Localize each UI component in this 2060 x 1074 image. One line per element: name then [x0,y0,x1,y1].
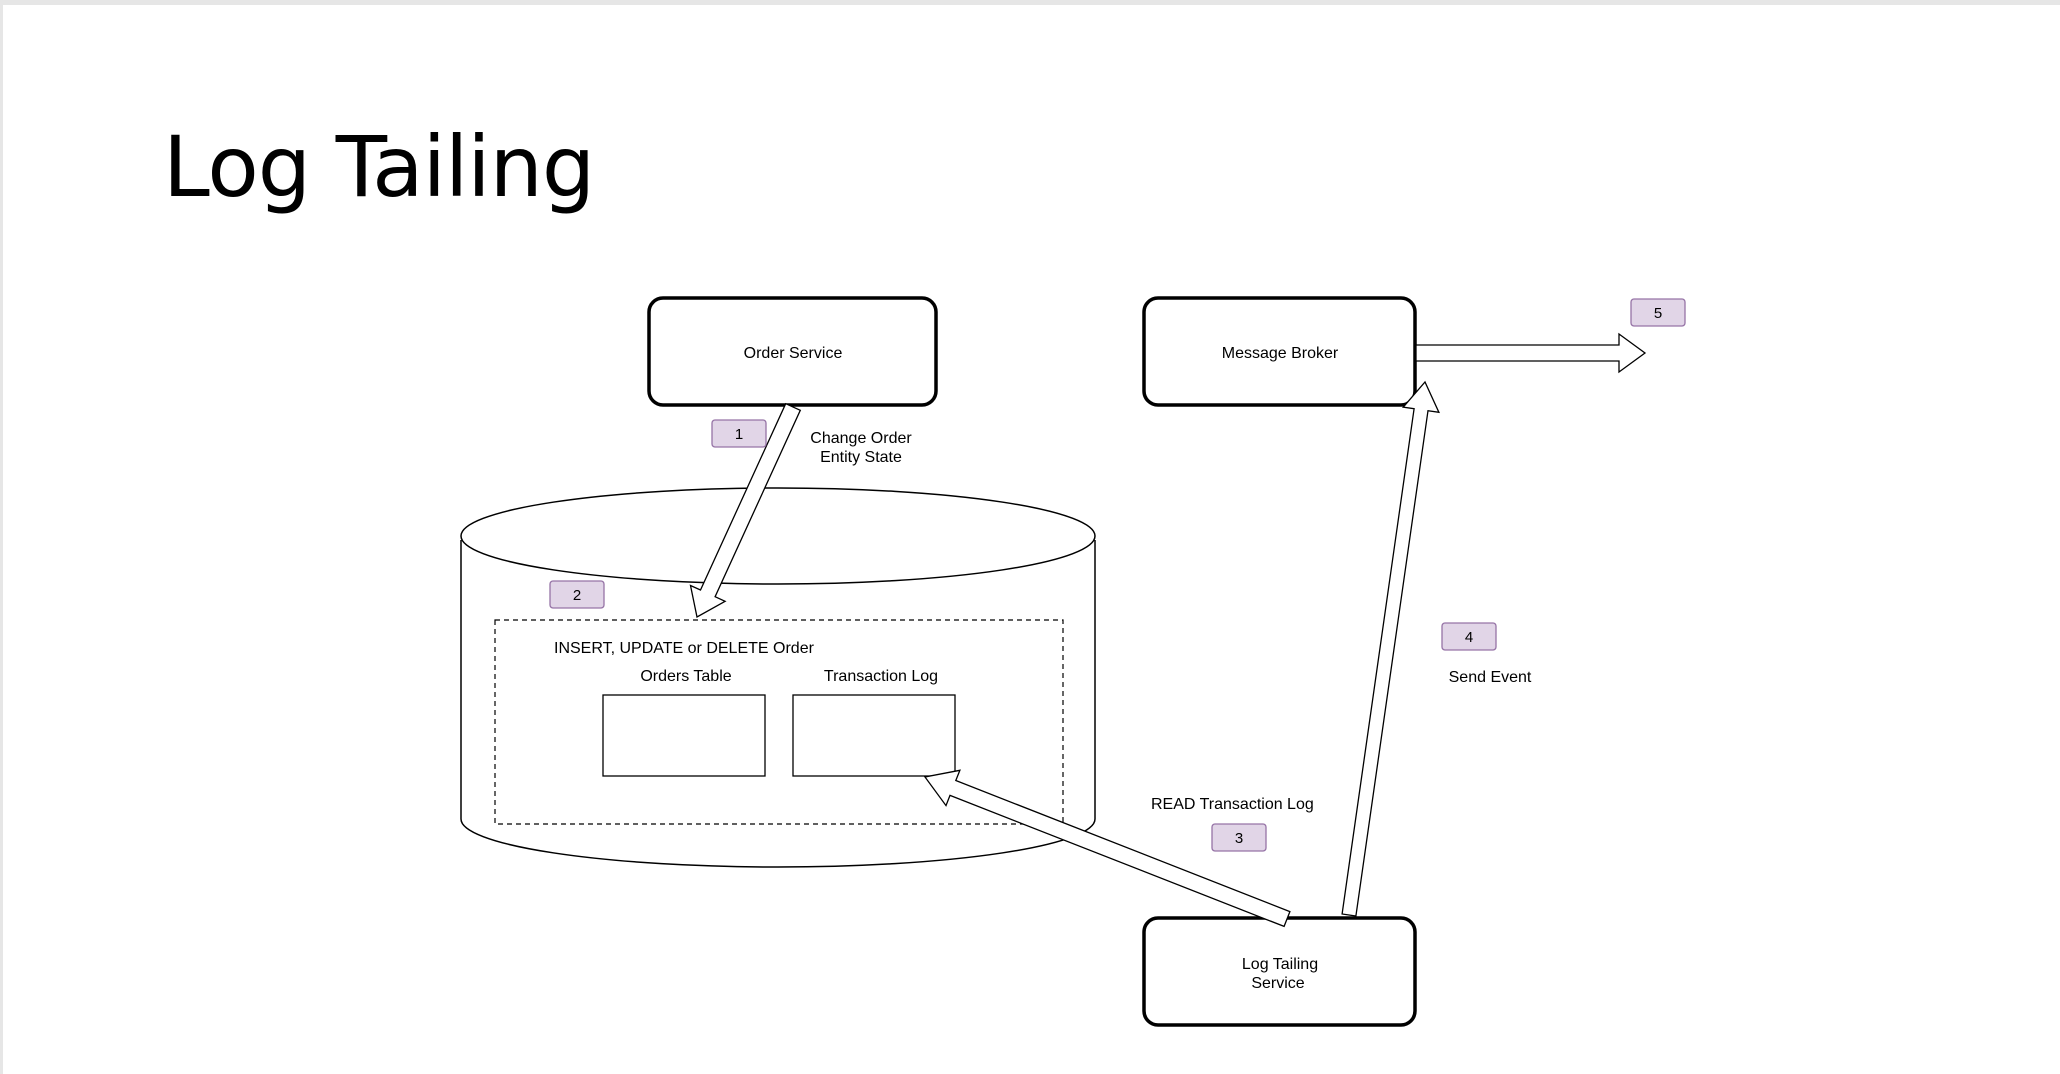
step-badge-5-box [1630,298,1686,327]
arrow-log-tailing-to-transaction-log [923,769,1291,928]
step-badge-5-text: 5 [1654,305,1662,322]
order-service-label: Order Service [744,345,843,362]
message-broker-label: Message Broker [1222,345,1339,362]
cylinder-top [460,487,1096,585]
log-tailing-diagram: 1 2 3 4 5 Order Service Message Broker L… [460,296,1686,1027]
transaction-log-label: Transaction Log [824,668,938,685]
step-badge-3-text: 3 [1235,830,1243,847]
step-badge-1-box [711,419,767,448]
log-tailing-service-label-line1: Log Tailing [1242,956,1318,973]
arrow-log-tailing-to-broker [1341,380,1440,917]
orders-table-box [602,694,766,777]
slide-title: Log Tailing [163,118,595,216]
arrow-broker-to-output [1415,332,1647,374]
database-container [494,619,1064,825]
send-event-label: Send Event [1449,669,1532,686]
arrow-order-service-to-db [689,402,802,619]
step-badge-1-text: 1 [735,426,743,443]
step-badge-5: 5 [1630,298,1686,327]
step-badge-4-box [1441,622,1497,651]
step-badge-2-text: 2 [573,587,581,604]
step-badge-4: 4 [1441,622,1497,651]
step-badge-2: 2 [549,580,605,609]
step-badge-1: 1 [711,419,767,448]
log-tailing-service-label-line2: Service [1251,975,1304,992]
db-operation-label: INSERT, UPDATE or DELETE Order [554,640,815,657]
slide: Log Tailing 1 2 3 [3,5,2060,1074]
arrows [689,332,1647,928]
change-state-label-line1: Change Order [810,430,912,447]
step-badge-4-text: 4 [1465,629,1473,646]
step-badge-2-box [549,580,605,609]
step-badge-3-box [1211,823,1267,852]
change-state-label-line2: Entity State [820,449,902,466]
order-service-box [647,296,938,407]
step-badge-3: 3 [1211,823,1267,852]
orders-table-label: Orders Table [640,668,731,685]
read-log-label: READ Transaction Log [1151,796,1314,813]
transaction-log-box [792,694,956,777]
message-broker-box [1142,296,1417,407]
